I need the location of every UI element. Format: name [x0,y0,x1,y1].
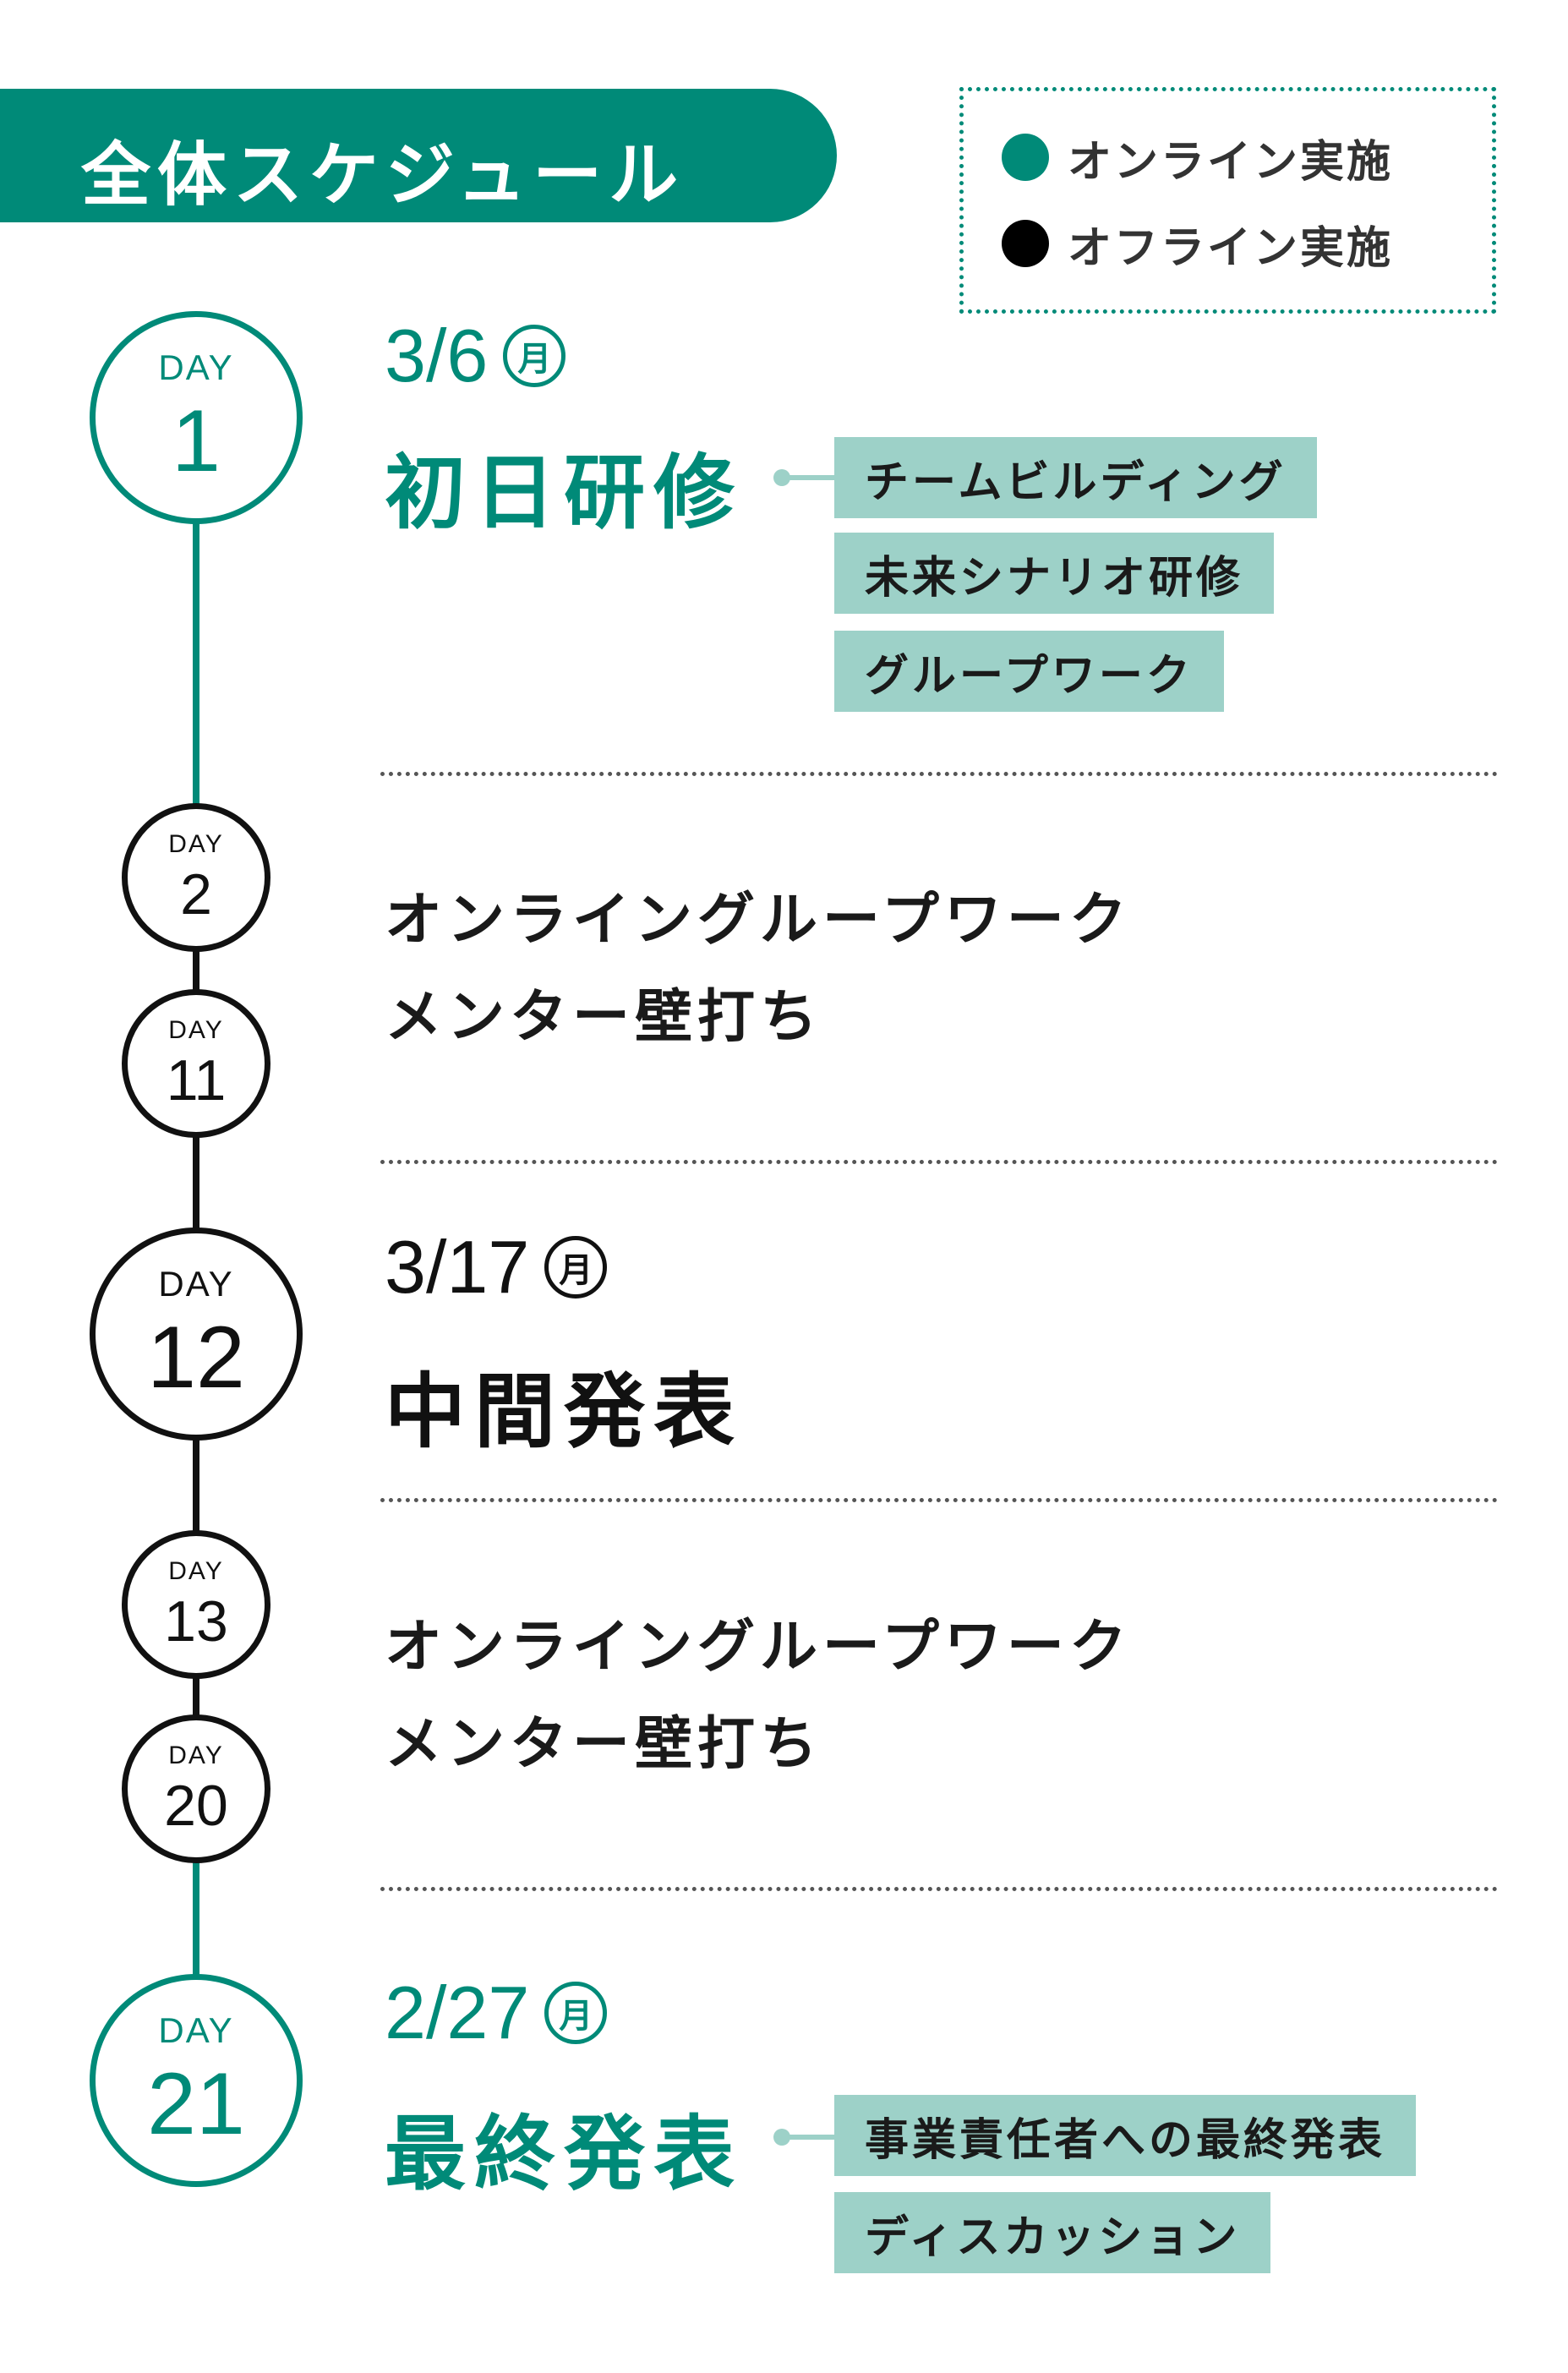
divider [380,1498,1498,1502]
day-number: 13 [164,1589,228,1654]
day-label: DAY [158,347,234,387]
event-date: 3/6 月 [385,313,566,399]
divider [380,1887,1498,1891]
activity-line: メンター壁打ち [385,984,823,1051]
day-21-marker: DAY 21 [90,1974,303,2187]
tag: チームビルディング [834,437,1317,518]
online-dot-icon [1002,134,1049,181]
page-title: 全体スケジュール [81,135,686,216]
date-text: 3/6 [385,314,489,397]
day-label: DAY [158,2010,234,2050]
legend [959,87,1496,314]
day-11-marker: DAY 11 [122,989,270,1138]
activity-line: オンライングループワーク [385,1614,1132,1681]
tag-connector-line [782,475,834,480]
legend-item-online: オンライン実施 [1002,132,1393,188]
weekday-badge: 月 [503,325,566,387]
day-1-marker: DAY 1 [90,311,303,524]
date-text: 2/27 [385,1971,530,2054]
weekday-badge: 月 [544,1236,608,1299]
day-number: 11 [166,1048,227,1113]
legend-online-label: オンライン実施 [1068,136,1394,188]
day-20-marker: DAY 20 [122,1714,270,1863]
day-12-marker: DAY 12 [90,1228,303,1441]
divider [380,772,1498,776]
legend-item-offline: オフライン実施 [1002,218,1393,274]
tag: グループワーク [834,631,1224,712]
day-number: 12 [147,1309,245,1407]
event-title: 中間発表 [385,1364,743,1459]
offline-dot-icon [1002,220,1049,267]
tag: 事業責任者への最終発表 [834,2095,1417,2176]
weekday-badge: 月 [544,1982,608,2044]
day-label: DAY [168,1016,224,1044]
divider [380,1160,1498,1164]
day-number: 20 [164,1774,228,1838]
day-label: DAY [168,1741,224,1769]
timeline-connector-offline [193,1670,199,1716]
day-2-marker: DAY 2 [122,803,270,952]
tag-connector-line [782,2135,834,2140]
timeline-connector-offline [193,947,199,993]
legend-offline-label: オフライン実施 [1068,222,1394,274]
day-number: 2 [180,862,212,927]
tag: ディスカッション [834,2192,1271,2273]
day-number: 21 [147,2055,245,2153]
date-text: 3/17 [385,1225,530,1309]
day-label: DAY [168,830,224,858]
day-13-marker: DAY 13 [122,1530,270,1679]
activity-line: オンライングループワーク [385,887,1132,954]
day-label: DAY [168,1557,224,1585]
timeline-connector-offline [193,1129,199,1230]
day-number: 1 [172,392,221,490]
timeline-connector-offline [193,1437,199,1539]
event-title: 最終発表 [385,2107,743,2201]
activity-line: メンター壁打ち [385,1711,823,1778]
event-date: 2/27 月 [385,1970,608,2056]
day-label: DAY [158,1264,234,1304]
tag: 未来シナリオ研修 [834,533,1275,614]
event-date: 3/17 月 [385,1224,608,1310]
event-title: 初日研修 [385,446,743,540]
timeline-connector-online [193,1851,199,1978]
header-banner [0,89,837,222]
timeline-connector-online [193,507,199,812]
